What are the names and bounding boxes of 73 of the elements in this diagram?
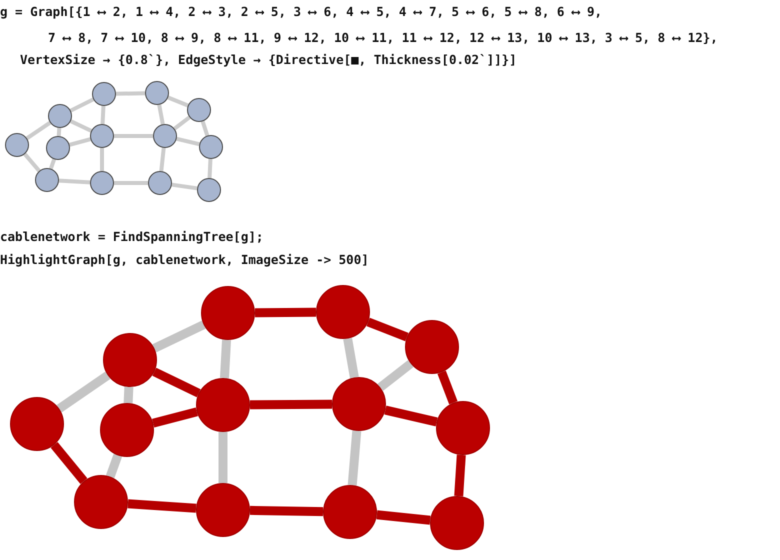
vertex-circle <box>46 136 70 160</box>
graph-edge <box>454 454 466 496</box>
vertex-circle <box>103 333 157 387</box>
graph-edge <box>437 370 458 404</box>
vertex-circle <box>90 171 114 195</box>
graph-edge <box>70 98 94 112</box>
vertex-circle <box>90 124 114 148</box>
code-line: HighlightGraph[g, cablenetwork, ImageSize -> 500] <box>0 252 369 267</box>
graph-edge <box>376 510 431 525</box>
graph-edge <box>220 340 232 378</box>
graph-edge <box>152 407 198 428</box>
graph-edge <box>70 119 92 133</box>
graph-edge <box>114 134 153 138</box>
graph-edge <box>348 430 362 486</box>
graph-edge <box>208 158 212 178</box>
vertex-circle <box>436 401 490 455</box>
graph-edge <box>384 406 438 426</box>
vertex-circle <box>153 124 177 148</box>
vertex-circle <box>100 403 154 457</box>
graph-edge <box>343 338 359 378</box>
graph-edge <box>172 182 198 190</box>
vertex-circle <box>48 104 72 128</box>
graph-edge <box>50 442 88 484</box>
graph-edge <box>159 148 166 172</box>
vertex-circle <box>197 178 221 202</box>
graph-edge <box>200 120 210 136</box>
vertex-circle <box>196 483 250 537</box>
graph-edge <box>56 372 110 412</box>
code-line: g = Graph[{1 ⟷ 2, 1 ⟷ 4, 2 ⟷ 3, 2 ⟷ 5, 3 ⟷ 6, 4 ⟷ 5, 4 ⟷ 7, 5 ⟷ 6, 5 ⟷ 8, 6 ⟷ 9, <box>0 4 602 19</box>
graph-edge <box>157 104 165 125</box>
graph-edge <box>114 181 148 185</box>
graph-edge <box>26 121 52 140</box>
graph-edge <box>58 178 90 184</box>
vertex-circle <box>10 397 64 451</box>
vertex-circle <box>405 320 459 374</box>
graph-edge <box>69 137 91 147</box>
vertex-circle <box>35 168 59 192</box>
graph-edge <box>106 454 122 478</box>
graph-edge <box>56 128 62 136</box>
graph-edge <box>218 432 228 483</box>
graph-edge <box>250 400 332 410</box>
graph-edge <box>173 116 191 130</box>
vertex-circle <box>187 98 211 122</box>
graph-edge <box>176 136 200 146</box>
vertex-circle <box>316 285 370 339</box>
code-line: cablenetwork = FindSpanningTree[g]; <box>0 229 264 244</box>
graph-edge <box>254 308 316 318</box>
vertex-circle <box>199 135 223 159</box>
vertex-circle <box>323 485 377 539</box>
graph-edge <box>116 91 146 96</box>
vertex-circle <box>74 475 128 529</box>
graph-edge <box>167 96 189 108</box>
graph-edge <box>152 368 201 398</box>
vertex-circle <box>92 82 116 106</box>
graph-edge <box>378 360 414 391</box>
graph-edge <box>49 158 56 170</box>
code-line: VertexSize → {0.8`}, EdgeStyle → {Directive[■, Thickness[0.02`]]}] <box>20 52 517 67</box>
vertex-circle <box>145 81 169 105</box>
graph-edge <box>23 152 41 172</box>
graph-edge <box>250 506 324 516</box>
graph-edge <box>366 318 409 342</box>
vertex-circle <box>201 286 255 340</box>
graph-edge <box>100 148 104 171</box>
graph-edge <box>152 320 206 352</box>
vertex-circle <box>430 496 484 550</box>
vertex-circle <box>196 378 250 432</box>
code-line: 7 ⟷ 8, 7 ⟷ 10, 8 ⟷ 9, 8 ⟷ 11, 9 ⟷ 12, 10 ⟷ 11, 11 ⟷ 12, 12 ⟷ 13, 10 ⟷ 13, 3 ⟷ 5, 8 ⟷ 12}, <box>48 30 718 45</box>
vertex-circle <box>5 133 29 157</box>
graph-edge <box>100 106 106 124</box>
graph-edge <box>124 386 134 404</box>
graph-edge <box>128 499 196 513</box>
vertex-circle <box>332 377 386 431</box>
vertex-circle <box>148 171 172 195</box>
